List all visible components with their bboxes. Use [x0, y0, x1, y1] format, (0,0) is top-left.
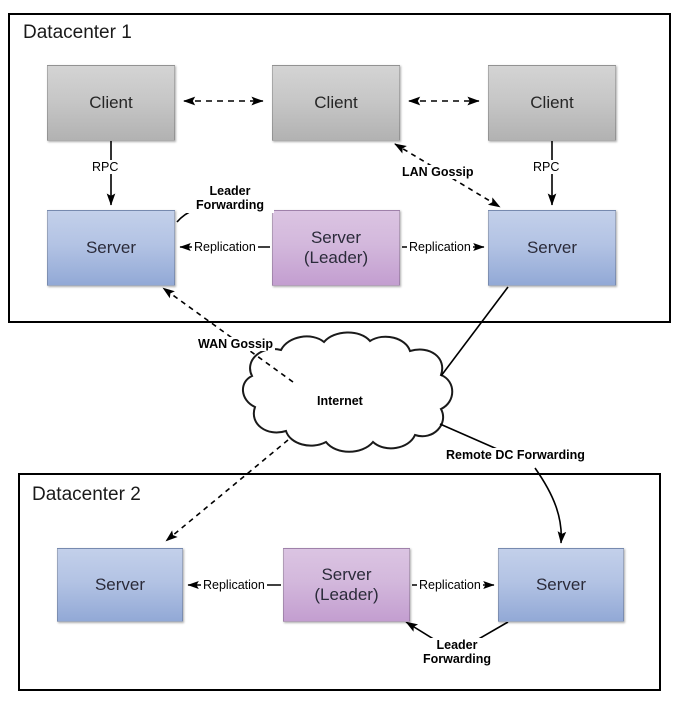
datacenter-2-frame	[18, 473, 661, 691]
label-replication-right-dc1: Replication	[407, 240, 473, 254]
dc2-server-3[interactable]: Server	[498, 548, 624, 622]
dc1-server-leader-label: Server	[310, 227, 362, 247]
internet-cloud-shape	[242, 331, 454, 453]
dc1-server-3-label: Server	[526, 237, 578, 257]
edge-wan-gossip-upper	[162, 287, 294, 383]
label-leader-forwarding-dc2-line1: Leader	[436, 638, 478, 652]
dc2-server-1[interactable]: Server	[57, 548, 183, 622]
dc2-server-leader-label: Server	[321, 564, 372, 584]
edge-dc1server3-to-cloud	[440, 286, 509, 377]
dc1-server-leader[interactable]: Server (Leader)	[272, 210, 400, 286]
dc1-client-1[interactable]: Client	[47, 65, 175, 141]
label-leader-forwarding-dc2: Leader Forwarding	[413, 638, 501, 667]
label-rpc-right: RPC	[531, 160, 562, 174]
label-leader-forwarding-dc1-line2: Forwarding	[195, 198, 265, 213]
internet-label: Internet	[317, 394, 363, 408]
label-leader-forwarding-dc1: Leader Forwarding	[186, 184, 274, 213]
dc1-client-3-label: Client	[530, 92, 574, 112]
dc1-server-1-label: Server	[85, 237, 137, 257]
dc2-server-1-label: Server	[94, 574, 146, 594]
label-rpc-left: RPC	[90, 160, 121, 174]
edge-remote-dc-forwarding	[534, 467, 567, 544]
dc1-server-leader-sublabel: (Leader)	[303, 248, 369, 267]
dc1-client-1-label: Client	[89, 92, 133, 112]
label-remote-dc-forwarding: Remote DC Forwarding	[444, 448, 587, 462]
dc2-server-leader[interactable]: Server (Leader)	[283, 548, 410, 622]
label-replication-left-dc1: Replication	[192, 240, 258, 254]
dc1-server-3[interactable]: Server	[488, 210, 616, 286]
dc1-client-2-label: Client	[314, 92, 358, 112]
dc2-server-leader-sublabel: (Leader)	[314, 585, 379, 604]
edge-wan-gossip-lower	[165, 439, 289, 542]
dc1-client-3[interactable]: Client	[488, 65, 616, 141]
label-replication-right-dc2: Replication	[417, 578, 483, 592]
datacenter-1-title: Datacenter 1	[23, 22, 132, 43]
datacenter-2-title: Datacenter 2	[32, 484, 141, 505]
label-leader-forwarding-dc1-line1: Leader	[209, 184, 251, 198]
label-replication-left-dc2: Replication	[201, 578, 267, 592]
dc2-server-3-label: Server	[535, 574, 587, 594]
label-wan-gossip: WAN Gossip	[196, 337, 276, 351]
datacenter-1-frame	[8, 13, 671, 323]
label-lan-gossip: LAN Gossip	[400, 165, 476, 179]
dc1-client-2[interactable]: Client	[272, 65, 400, 141]
edge-cloud-to-remote-label	[439, 423, 498, 450]
dc1-server-1[interactable]: Server	[47, 210, 175, 286]
label-leader-forwarding-dc2-line2: Forwarding	[422, 652, 492, 667]
